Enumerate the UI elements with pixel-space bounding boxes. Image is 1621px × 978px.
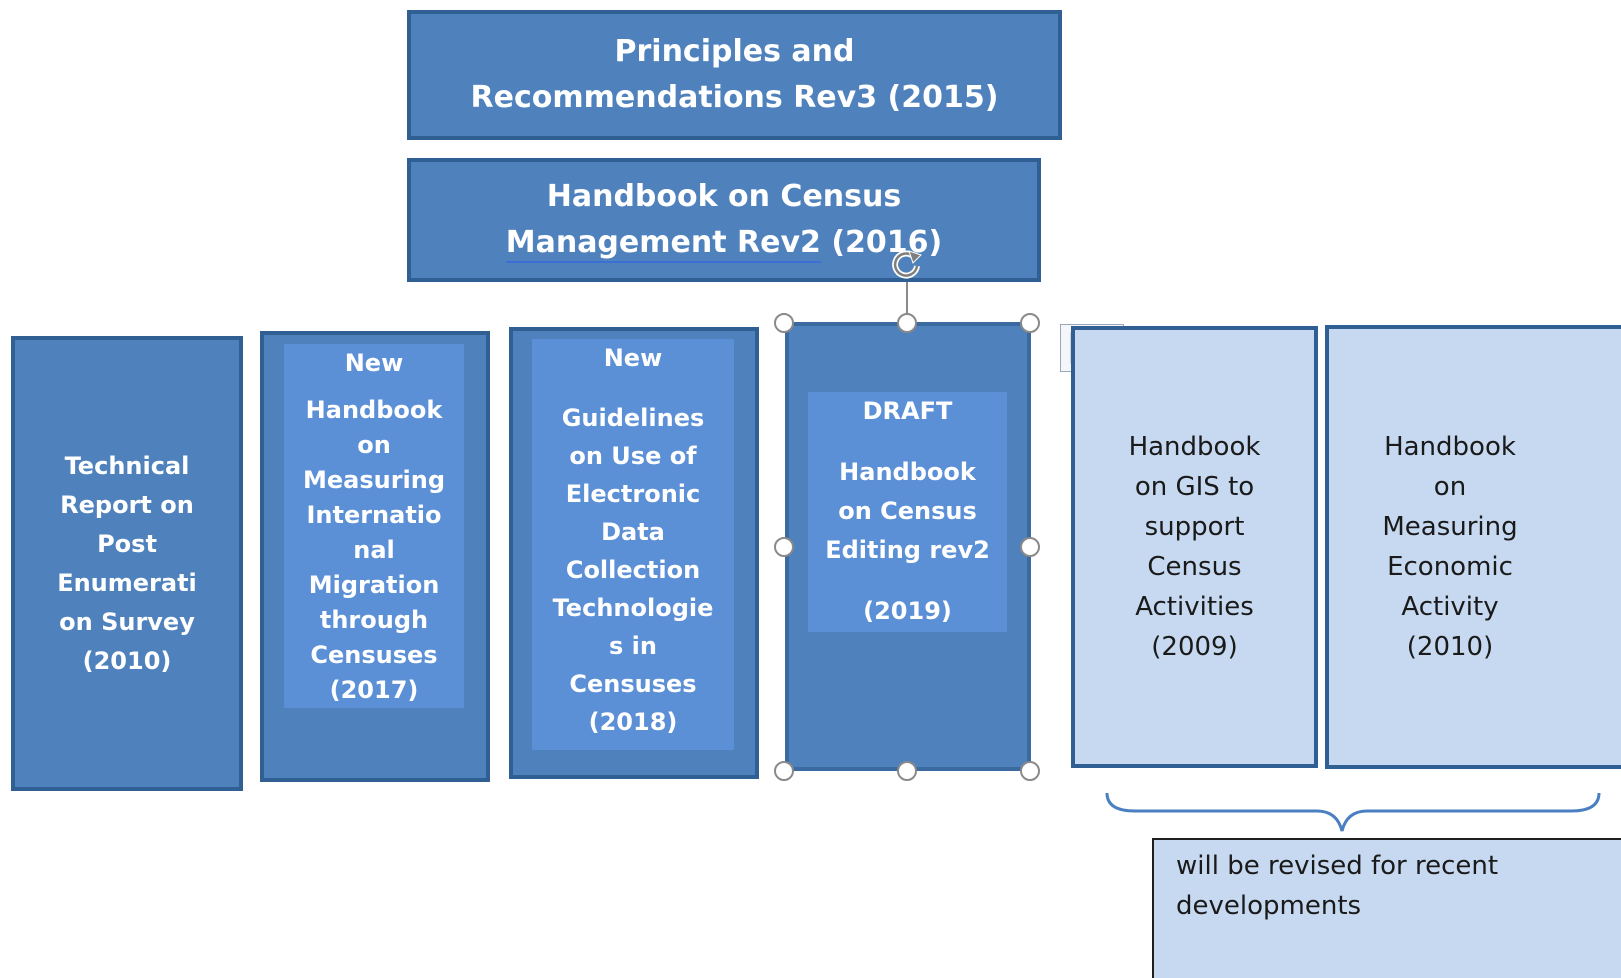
- migration-line: on: [357, 431, 391, 459]
- migration-line: Handbook: [305, 396, 443, 424]
- guidelines-inner: New Guidelines on Use of Electronic Data…: [532, 339, 734, 750]
- gis-handbook-box[interactable]: Handbook on GIS to support Census Activi…: [1071, 326, 1318, 768]
- resize-handle-top-right[interactable]: [1020, 313, 1040, 333]
- guidelines-line: on Use of: [569, 442, 697, 470]
- guidelines-line: Censuses: [569, 670, 697, 698]
- principles-box[interactable]: Principles and Recommendations Rev3 (201…: [407, 10, 1062, 140]
- economic-line: Measuring: [1382, 512, 1518, 542]
- guidelines-line: Data: [601, 518, 665, 546]
- gis-line: on GIS to: [1134, 472, 1255, 502]
- census-management-line-1: Handbook on Census: [546, 179, 902, 214]
- new-label: New: [603, 344, 663, 372]
- gis-line: Handbook: [1128, 432, 1261, 462]
- economic-line: Handbook: [1384, 432, 1516, 462]
- draft-label: DRAFT: [862, 397, 953, 425]
- guidelines-line: Electronic: [565, 480, 701, 508]
- resize-handle-bottom-right[interactable]: [1020, 761, 1040, 781]
- economic-line: Activity: [1401, 592, 1499, 622]
- technical-line: Post: [97, 529, 157, 558]
- economic-activity-text: Handbook on Measuring Economic Activity …: [1382, 427, 1517, 667]
- migration-handbook-inner: New Handbook on Measuring Internatio nal…: [284, 344, 464, 708]
- guidelines-line: Technologie: [552, 594, 714, 622]
- migration-line: Internatio: [306, 501, 442, 529]
- technical-line: (2010): [82, 646, 172, 675]
- revision-note-line-1: will be revised for recent: [1176, 851, 1499, 881]
- resize-handle-bottom-left[interactable]: [774, 761, 794, 781]
- gis-line: support: [1144, 512, 1245, 542]
- principles-line-2: Recommendations Rev3 (2015): [470, 80, 999, 115]
- census-management-box[interactable]: Handbook on Census Management Rev2 (2016…: [407, 158, 1041, 282]
- migration-line: Measuring: [302, 466, 446, 494]
- technical-line: Technical: [64, 451, 190, 480]
- guidelines-line: Collection: [565, 556, 701, 584]
- gis-handbook-text: Handbook on GIS to support Census Activi…: [1129, 427, 1261, 667]
- resize-handle-bottom-center[interactable]: [897, 761, 917, 781]
- revision-note-line-2: developments: [1176, 891, 1362, 921]
- economic-line: (2010): [1406, 632, 1494, 662]
- rotate-handle-stem: [906, 282, 908, 322]
- resize-handle-top-left[interactable]: [774, 313, 794, 333]
- census-management-year: (2016): [820, 225, 943, 260]
- economic-line: Economic: [1387, 552, 1513, 582]
- economic-activity-box[interactable]: Handbook on Measuring Economic Activity …: [1325, 325, 1621, 769]
- technical-line: on Survey: [59, 607, 195, 636]
- gis-line: Census: [1147, 552, 1242, 582]
- migration-line: Censuses: [310, 641, 438, 669]
- migration-line: (2017): [329, 676, 419, 704]
- resize-handle-middle-left[interactable]: [774, 537, 794, 557]
- technical-report-text: Technical Report on Post Enumerati on Su…: [57, 447, 197, 681]
- migration-line: Migration: [308, 571, 440, 599]
- guidelines-line: (2018): [588, 708, 678, 736]
- new-label: New: [344, 349, 404, 377]
- technical-report-box[interactable]: Technical Report on Post Enumerati on Su…: [11, 336, 243, 791]
- revision-note-box[interactable]: will be revised for recent developments: [1152, 838, 1621, 978]
- rotate-handle-icon[interactable]: [887, 246, 927, 284]
- grouping-brace: [1105, 792, 1601, 832]
- principles-line-1: Principles and: [614, 34, 855, 69]
- editing-line: on Census: [838, 497, 977, 525]
- editing-line: Editing rev2: [825, 536, 990, 564]
- migration-line: nal: [353, 536, 395, 564]
- economic-line: on: [1433, 472, 1467, 502]
- guidelines-line: s in: [609, 632, 657, 660]
- gis-line: Activities: [1135, 592, 1254, 622]
- guidelines-line: Guidelines: [561, 404, 705, 432]
- resize-handle-top-center[interactable]: [897, 313, 917, 333]
- resize-handle-middle-right[interactable]: [1020, 537, 1040, 557]
- editing-year: (2019): [863, 597, 952, 625]
- census-management-line-2: Management Rev2 (2016): [505, 220, 943, 266]
- census-editing-inner: DRAFT Handbook on Census Editing rev2 (2…: [808, 392, 1007, 632]
- census-management-underlined-text: Management Rev2: [505, 225, 821, 263]
- migration-line: through: [319, 606, 429, 634]
- technical-line: Report on: [60, 490, 194, 519]
- gis-line: (2009): [1151, 632, 1238, 662]
- technical-line: Enumerati: [57, 568, 197, 597]
- editing-line: Handbook: [839, 458, 976, 486]
